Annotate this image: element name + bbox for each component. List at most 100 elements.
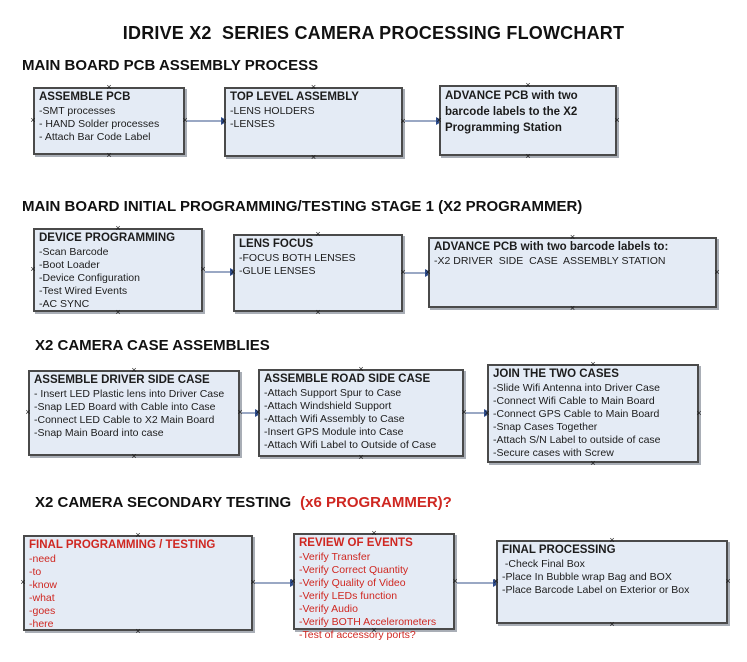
box-final-programming-testing: FINAL PROGRAMMING / TESTING -need -to -k…: [23, 535, 253, 631]
flow-arrow: [457, 579, 500, 587]
box-title: ASSEMBLE PCB: [39, 91, 131, 103]
connection-point-icon: [589, 459, 597, 467]
connection-point-icon: [695, 409, 703, 417]
box-line: -Scan Barcode: [39, 246, 109, 258]
box-line: -Connect LED Cable to X2 Main Board: [34, 414, 215, 426]
box-line: -X2 DRIVER SIDE CASE ASSEMBLY STATION: [434, 255, 666, 267]
section-heading-pcb-assembly: MAIN BOARD PCB ASSEMBLY PROCESS: [22, 57, 319, 74]
box-advance-pcb-programming-station: ADVANCE PCB with two barcode labels to t…: [439, 85, 617, 156]
box-line: -Attach S/N Label to outside of case: [493, 434, 661, 446]
box-line: -what: [29, 592, 55, 604]
box-review-of-events: REVIEW OF EVENTS -Verify Transfer -Verif…: [293, 533, 455, 641]
box-assemble-road-side-case: ASSEMBLE ROAD SIDE CASE -Attach Support …: [258, 369, 464, 457]
box-title: ASSEMBLE ROAD SIDE CASE: [264, 373, 431, 385]
flow-arrow: [405, 117, 443, 125]
heading-text: X2 CAMERA SECONDARY TESTING: [35, 494, 292, 511]
box-line: -Attach Wifi Assembly to Case: [264, 413, 405, 425]
box-line: -Verify Quality of Video: [299, 577, 406, 589]
box-line: -Place In Bubble wrap Bag and BOX: [502, 571, 672, 583]
connection-point-icon: [24, 408, 32, 416]
connection-point-icon: [724, 577, 732, 585]
box-assemble-driver-side-case: ASSEMBLE DRIVER SIDE CASE - Insert LED P…: [28, 370, 240, 456]
connection-point-icon: [357, 453, 365, 461]
box-title: JOIN THE TWO CASES: [493, 368, 619, 380]
connection-point-icon: [19, 578, 27, 586]
box-line: -Snap LED Board with Cable into Case: [34, 401, 216, 413]
flow-arrow: [255, 579, 297, 587]
connection-point-icon: [130, 452, 138, 460]
box-line: -here: [29, 618, 54, 630]
box-line: - Attach Bar Code Label: [39, 131, 151, 143]
box-lens-focus: LENS FOCUS -FOCUS BOTH LENSES -GLUE LENS…: [233, 234, 403, 312]
box-title: LENS FOCUS: [239, 238, 314, 250]
box-line: -Check Final Box: [502, 558, 585, 570]
box-line: -Place Barcode Label on Exterior or Box: [502, 584, 690, 596]
box-line: -Verify Audio: [299, 603, 358, 615]
box-line: -Verify LEDs function: [299, 590, 398, 602]
box-title: ADVANCE PCB with two barcode labels to:: [434, 241, 669, 253]
connection-point-icon: [29, 116, 37, 124]
box-line: -Attach Windshield Support: [264, 400, 392, 412]
box-line: -to: [29, 566, 42, 578]
box-line: -Verify Transfer: [299, 551, 371, 563]
box-line: -need: [29, 553, 56, 565]
flow-arrow: [187, 117, 228, 125]
box-final-processing: FINAL PROCESSING -Check Final Box -Place…: [496, 540, 728, 624]
connection-point-icon: [105, 151, 113, 159]
box-line: -goes: [29, 605, 56, 617]
box-device-programming: DEVICE PROGRAMMING -Scan Barcode -Boot L…: [33, 228, 203, 312]
box-join-the-two-cases: JOIN THE TWO CASES -Slide Wifi Antenna i…: [487, 364, 699, 463]
connection-point-icon: [29, 265, 37, 273]
page-title: IDRIVE X2 SERIES CAMERA PROCESSING FLOWC…: [122, 23, 625, 43]
box-line: -Slide Wifi Antenna into Driver Case: [493, 382, 660, 394]
box-line: -LENS HOLDERS: [230, 105, 315, 117]
section-heading-secondary-testing: X2 CAMERA SECONDARY TESTING (x6 PROGRAMME…: [35, 494, 452, 511]
flow-arrow: [205, 268, 237, 276]
box-title: REVIEW OF EVENTS: [299, 537, 413, 549]
box-line: -Attach Wifi Label to Outside of Case: [264, 439, 437, 451]
box-line: -SMT processes: [39, 105, 116, 117]
connection-point-icon: [314, 308, 322, 316]
box-line: -Insert GPS Module into Case: [264, 426, 404, 438]
box-line: -Verify Correct Quantity: [299, 564, 409, 576]
connection-point-icon: [713, 268, 721, 276]
box-title: TOP LEVEL ASSEMBLY: [230, 91, 359, 103]
flow-arrow: [242, 409, 262, 417]
box-line: -LENSES: [230, 118, 275, 130]
box-line: -know: [29, 579, 58, 591]
connection-point-icon: [608, 620, 616, 628]
box-line: -Test of accessory ports?: [299, 629, 416, 641]
box-line: -FOCUS BOTH LENSES: [239, 252, 356, 264]
box-line: -Secure cases with Screw: [493, 447, 614, 459]
box-line: -GLUE LENSES: [239, 265, 316, 277]
connection-point-icon: [310, 153, 318, 161]
connection-point-icon: [613, 116, 621, 124]
box-line: -Attach Support Spur to Case: [264, 387, 402, 399]
box-line: -Snap Cases Together: [493, 421, 598, 433]
section-heading-case-assemblies: X2 CAMERA CASE ASSEMBLIES: [35, 337, 270, 354]
box-line: -AC SYNC: [39, 298, 90, 310]
box-line: - Insert LED Plastic lens into Driver Ca…: [34, 388, 225, 400]
box-line: -Verify BOTH Accelerometers: [299, 616, 437, 628]
box-title: FINAL PROGRAMMING / TESTING: [29, 539, 216, 551]
box-line: -Test Wired Events: [39, 285, 128, 297]
flow-arrow: [466, 409, 491, 417]
box-line: -Snap Main Board into case: [34, 427, 164, 439]
box-line: -Device Configuration: [39, 272, 140, 284]
box-title: ASSEMBLE DRIVER SIDE CASE: [34, 374, 210, 386]
box-line: -Boot Loader: [39, 259, 100, 271]
heading-alert-text: (x6 PROGRAMMER)?: [300, 494, 452, 511]
box-advance-pcb-driver-side-station: ADVANCE PCB with two barcode labels to: …: [428, 237, 717, 308]
box-title: FINAL PROCESSING: [502, 544, 616, 556]
box-line: -Connect GPS Cable to Main Board: [493, 408, 660, 420]
connection-point-icon: [569, 304, 577, 312]
section-heading-initial-programming: MAIN BOARD INITIAL PROGRAMMING/TESTING S…: [22, 198, 583, 215]
box-top-level-assembly: TOP LEVEL ASSEMBLY -LENS HOLDERS -LENSES: [224, 87, 403, 157]
box-title: DEVICE PROGRAMMING: [39, 232, 176, 244]
connection-point-icon: [524, 152, 532, 160]
box-assemble-pcb: ASSEMBLE PCB -SMT processes - HAND Solde…: [33, 87, 185, 155]
box-line: -Connect Wifi Cable to Main Board: [493, 395, 655, 407]
flow-arrow: [405, 269, 432, 277]
box-title: ADVANCE PCB with two barcode labels to t…: [445, 90, 578, 134]
